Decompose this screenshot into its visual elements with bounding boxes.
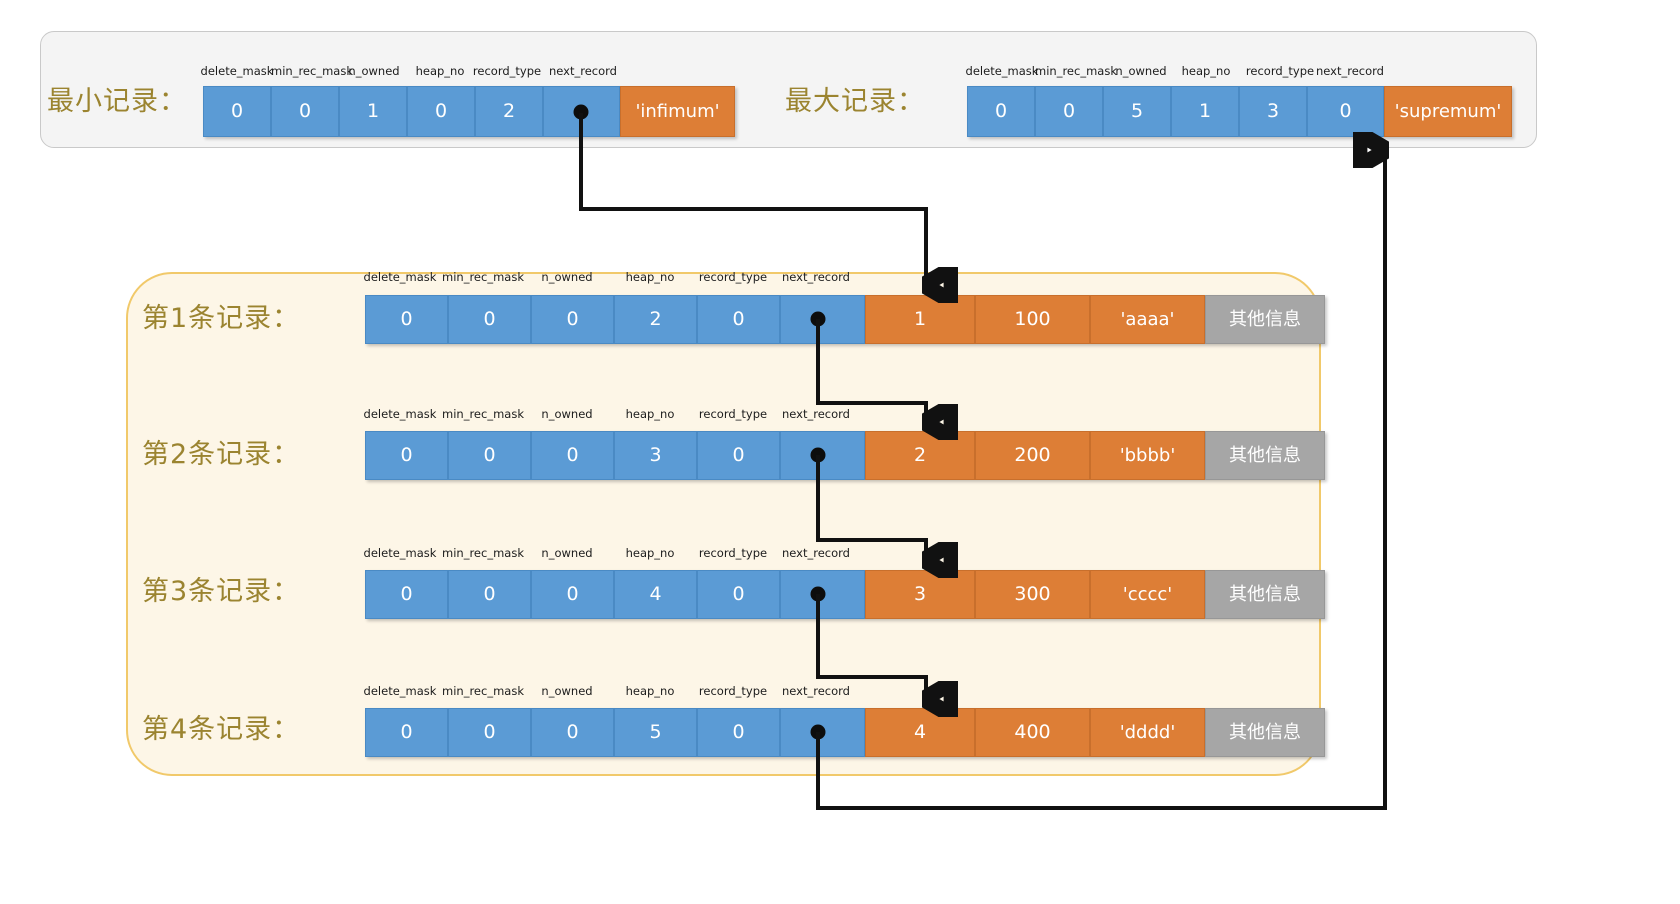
caption-min-rec-mask-r2: min_rec_mask [442, 407, 524, 421]
record-3-col-3: 'cccc' [1090, 570, 1205, 619]
max-cell-record-type: 3 [1239, 86, 1307, 137]
record-4-n-owned: 0 [531, 708, 614, 757]
record-3-n-owned: 0 [531, 570, 614, 619]
caption-n-owned-r1: n_owned [541, 270, 593, 284]
max-cell-min-rec-mask: 0 [1035, 86, 1103, 137]
max-cell-n-owned: 5 [1103, 86, 1171, 137]
caption-next-record-r2: next_record [782, 407, 850, 421]
min-cell-record-type: 2 [475, 86, 543, 137]
max-cell-supremum: 'supremum' [1384, 86, 1512, 137]
record-1-label: 第1条记录： [142, 303, 301, 334]
record-1-min-rec-mask: 0 [448, 295, 531, 344]
min-next-record-pointer-dot [573, 104, 589, 120]
record-2-label: 第2条记录： [142, 439, 301, 470]
caption-delete-mask-r3: delete_mask [363, 546, 437, 560]
caption-record-type-r1: record_type [698, 270, 768, 284]
caption-min-rec-mask-r3: min_rec_mask [442, 546, 524, 560]
record-2-other-info: 其他信息 [1205, 431, 1325, 480]
caption-n-owned-min: n_owned [348, 64, 400, 78]
min-cell-n-owned: 1 [339, 86, 407, 137]
record-1-other-info: 其他信息 [1205, 295, 1325, 344]
record-1-record-type: 0 [697, 295, 780, 344]
record-4-record-type: 0 [697, 708, 780, 757]
caption-heap-no-r1: heap_no [625, 270, 675, 284]
caption-n-owned-r4: n_owned [541, 684, 593, 698]
record-2-heap-no: 3 [614, 431, 697, 480]
caption-delete-mask-r1: delete_mask [363, 270, 437, 284]
record-1-delete-mask: 0 [365, 295, 448, 344]
min-cell-delete-mask: 0 [203, 86, 271, 137]
caption-delete-mask-max: delete_mask [965, 64, 1039, 78]
min-record-label: 最小记录： [47, 86, 187, 117]
record-2-col-3: 'bbbb' [1090, 431, 1205, 480]
record-2-n-owned: 0 [531, 431, 614, 480]
caption-n-owned-r3: n_owned [541, 546, 593, 560]
record-3-label: 第3条记录： [142, 576, 301, 607]
record-1-col-3: 'aaaa' [1090, 295, 1205, 344]
min-cell-infimum: 'infimum' [620, 86, 735, 137]
max-cell-heap-no: 1 [1171, 86, 1239, 137]
record-3-record-type: 0 [697, 570, 780, 619]
record-2-col-2: 200 [975, 431, 1090, 480]
record-4-label: 第4条记录： [142, 714, 301, 745]
caption-record-type-min: record_type [472, 64, 542, 78]
min-cell-min-rec-mask: 0 [271, 86, 339, 137]
record-4-min-rec-mask: 0 [448, 708, 531, 757]
record-4-col-2: 400 [975, 708, 1090, 757]
record-2-delete-mask: 0 [365, 431, 448, 480]
record-3-heap-no: 4 [614, 570, 697, 619]
caption-record-type-r3: record_type [698, 546, 768, 560]
caption-heap-no-max: heap_no [1181, 64, 1231, 78]
caption-min-rec-mask-max: min_rec_mask [1035, 64, 1117, 78]
record-4-col-1: 4 [865, 708, 975, 757]
caption-delete-mask-r4: delete_mask [363, 684, 437, 698]
caption-next-record-max: next_record [1316, 64, 1384, 78]
max-cell-next-record: 0 [1307, 86, 1384, 137]
caption-heap-no-min: heap_no [415, 64, 465, 78]
record-3-delete-mask: 0 [365, 570, 448, 619]
record-3-other-info: 其他信息 [1205, 570, 1325, 619]
caption-next-record-r1: next_record [782, 270, 850, 284]
caption-next-record-r3: next_record [782, 546, 850, 560]
caption-record-type-max: record_type [1245, 64, 1315, 78]
user-records-panel [126, 272, 1321, 776]
caption-min-rec-mask-r4: min_rec_mask [442, 684, 524, 698]
link-record-3-to-record-4 [816, 594, 926, 699]
link-record-4-to-supremum [816, 150, 1385, 810]
max-cell-delete-mask: 0 [967, 86, 1035, 137]
caption-record-type-r2: record_type [698, 407, 768, 421]
record-1-col-1: 1 [865, 295, 975, 344]
caption-next-record-min: next_record [549, 64, 617, 78]
record-4-heap-no: 5 [614, 708, 697, 757]
record-1-n-owned: 0 [531, 295, 614, 344]
record-2-record-type: 0 [697, 431, 780, 480]
record-4-delete-mask: 0 [365, 708, 448, 757]
link-record-2-to-record-3 [816, 455, 926, 560]
record-3-col-2: 300 [975, 570, 1090, 619]
min-cell-heap-no: 0 [407, 86, 475, 137]
caption-n-owned-max: n_owned [1115, 64, 1167, 78]
record-1-col-2: 100 [975, 295, 1090, 344]
record-2-min-rec-mask: 0 [448, 431, 531, 480]
caption-n-owned-r2: n_owned [541, 407, 593, 421]
caption-min-rec-mask-min: min_rec_mask [271, 64, 353, 78]
record-3-col-1: 3 [865, 570, 975, 619]
max-record-label: 最大记录： [785, 86, 925, 117]
record-4-col-3: 'dddd' [1090, 708, 1205, 757]
record-4-other-info: 其他信息 [1205, 708, 1325, 757]
record-1-heap-no: 2 [614, 295, 697, 344]
caption-min-rec-mask-r1: min_rec_mask [442, 270, 524, 284]
link-infimum-to-record-1 [579, 113, 926, 285]
caption-heap-no-r4: heap_no [625, 684, 675, 698]
caption-delete-mask-min: delete_mask [200, 64, 274, 78]
caption-next-record-r4: next_record [782, 684, 850, 698]
record-3-min-rec-mask: 0 [448, 570, 531, 619]
caption-delete-mask-r2: delete_mask [363, 407, 437, 421]
caption-record-type-r4: record_type [698, 684, 768, 698]
caption-heap-no-r2: heap_no [625, 407, 675, 421]
caption-heap-no-r3: heap_no [625, 546, 675, 560]
link-record-1-to-record-2 [816, 319, 926, 422]
